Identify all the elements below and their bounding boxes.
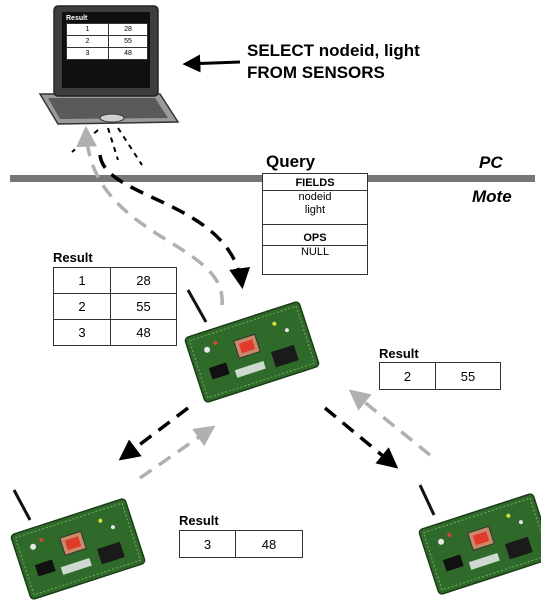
table-cell: 2 — [53, 293, 111, 320]
result-arrow-left — [139, 425, 216, 480]
laptop-result-table: 1 28 2 55 3 48 — [66, 23, 148, 60]
table-cell: 3 — [66, 47, 109, 60]
ops-header: OPS — [263, 229, 367, 246]
field-item: light — [304, 204, 326, 216]
table-cell: 3 — [53, 319, 111, 346]
query-arrow-left — [118, 406, 190, 461]
table-row: 2 55 — [53, 293, 177, 320]
table-cell: 48 — [235, 530, 303, 558]
mote-label: Mote — [472, 187, 512, 206]
mote-bottom-left — [9, 489, 147, 601]
table-cell: 55 — [110, 293, 177, 320]
query-arrow-right — [323, 406, 399, 469]
query-arrow-laptop-to-mote — [98, 154, 251, 290]
table-row: 3 48 — [66, 47, 148, 60]
result-bottom-title: Result — [179, 513, 219, 528]
query-command: SELECT nodeid, light FROM SENSORS — [247, 40, 420, 84]
mote-bottom-right — [417, 484, 541, 596]
table-cell: 48 — [110, 319, 177, 346]
mote-center — [183, 289, 321, 404]
result-main-table: 1 28 2 55 3 48 — [53, 267, 177, 346]
table-row: 1 28 — [53, 267, 177, 294]
field-item: nodeid — [298, 191, 332, 203]
table-row: 2 55 — [379, 362, 501, 390]
table-cell: 3 — [179, 530, 236, 558]
result-arrow-mote-to-laptop — [76, 125, 224, 306]
result-right-table: 2 55 — [379, 362, 501, 390]
laptop-screen: Result 1 28 2 55 3 48 — [66, 15, 148, 60]
result-main-title: Result — [53, 250, 93, 265]
laptop-screen-title: Result — [66, 15, 88, 22]
result-arrow-right — [348, 389, 432, 457]
table-cell: 28 — [110, 267, 177, 294]
query-command-line2: FROM SENSORS — [247, 63, 385, 82]
table-row: 1 28 — [66, 23, 148, 36]
query-box-divider — [263, 224, 367, 225]
table-cell: 48 — [108, 47, 148, 60]
table-cell: 1 — [66, 23, 109, 36]
ops-item: NULL — [300, 246, 330, 258]
fields-header: FIELDS — [263, 174, 367, 191]
query-label: Query — [266, 152, 316, 171]
table-row: 2 55 — [66, 35, 148, 48]
table-cell: 55 — [108, 35, 148, 48]
table-cell: 28 — [108, 23, 148, 36]
table-cell: 2 — [66, 35, 109, 48]
table-cell: 2 — [379, 362, 436, 390]
query-command-line1: SELECT nodeid, light — [247, 41, 420, 60]
table-row: 3 48 — [179, 530, 303, 558]
table-cell: 1 — [53, 267, 111, 294]
query-pointer-arrow — [182, 54, 241, 73]
result-bottom-table: 3 48 — [179, 530, 303, 558]
query-rays — [71, 127, 143, 166]
query-box: FIELDS nodeid light OPS NULL — [262, 173, 368, 275]
table-cell: 55 — [435, 362, 501, 390]
result-right-title: Result — [379, 346, 419, 361]
table-row: 3 48 — [53, 319, 177, 346]
pc-label: PC — [479, 153, 503, 172]
